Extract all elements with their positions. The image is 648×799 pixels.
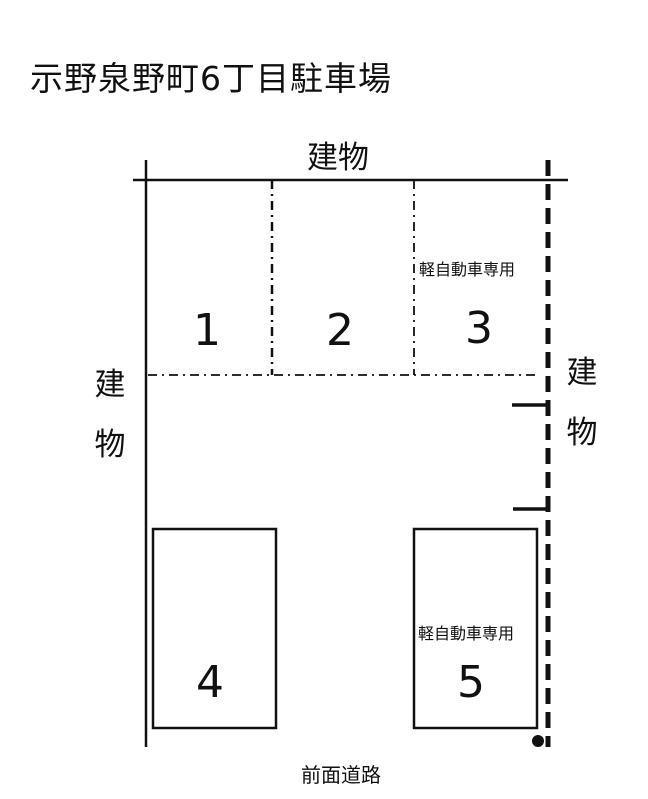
page-title: 示野泉野町6丁目駐車場: [30, 59, 392, 98]
space-3-kei-only-note: 軽自動車専用: [419, 260, 516, 279]
space-1-number: 1: [193, 305, 221, 356]
left-building-char-1: 建: [94, 367, 126, 403]
left-building-char-2: 物: [94, 427, 126, 463]
corner-marker-dot: [532, 735, 544, 747]
right-building-char-2: 物: [566, 415, 598, 451]
right-building-char-1: 建: [566, 355, 598, 391]
space-5-outline: [412, 527, 539, 730]
space-4-number: 4: [196, 657, 224, 708]
right-building-label: 建 物: [562, 343, 602, 463]
space-4-outline: [151, 527, 278, 730]
left-building-label: 建 物: [90, 355, 130, 475]
front-road-label: 前面道路: [301, 763, 381, 787]
top-building-label: 建物: [307, 140, 369, 176]
space-3-number: 3: [465, 303, 493, 354]
space-2-number: 2: [326, 305, 354, 356]
space-5-number: 5: [457, 657, 485, 708]
space-5-kei-only-note: 軽自動車専用: [418, 624, 515, 643]
